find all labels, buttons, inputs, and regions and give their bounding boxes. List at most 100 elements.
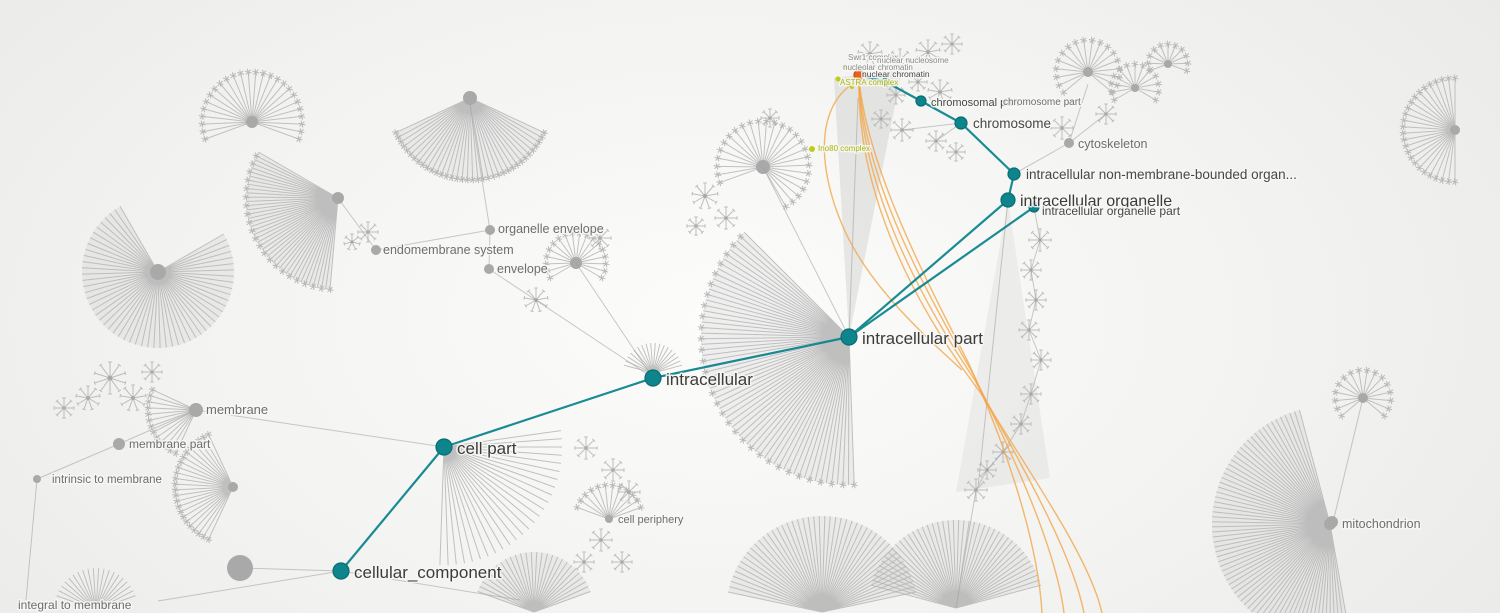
mini-burst xyxy=(1018,319,1040,341)
node-organelle_envelope[interactable] xyxy=(485,225,495,235)
label-intracellular[interactable]: intracellular xyxy=(665,369,755,391)
label-chromosome[interactable]: chromosome xyxy=(972,115,1053,133)
mini-burst xyxy=(523,287,549,313)
label-chromosomal_part[interactable]: chromosomal part xyxy=(930,96,1021,111)
label-mitochondrion[interactable]: mitochondrion xyxy=(1341,516,1423,533)
fan-hub-node[interactable] xyxy=(150,264,166,280)
fan-spokes xyxy=(623,343,683,374)
node-nuclear_chromatin[interactable] xyxy=(853,69,865,81)
label-cellular_component[interactable]: cellular_component xyxy=(353,562,504,584)
fan-hub-node[interactable] xyxy=(1450,125,1460,135)
label-membrane[interactable]: membrane xyxy=(205,401,270,419)
node-intracellular_organelle[interactable] xyxy=(1000,192,1016,208)
mini-burst-hub xyxy=(627,490,631,494)
mini-burst-hub xyxy=(598,236,602,240)
fan-hub-node[interactable] xyxy=(463,91,477,105)
mini-burst-hub xyxy=(350,240,354,244)
mini-burst-hub xyxy=(898,58,902,62)
label-intrinsic_to_membrane[interactable]: intrinsic to membrane xyxy=(51,473,164,488)
label-nuclear_chromatin[interactable]: nuclear chromatin xyxy=(861,68,932,81)
label-organelle_envelope[interactable]: organelle envelope xyxy=(497,221,606,238)
orange-link-curve xyxy=(823,79,963,371)
mini-burst xyxy=(888,48,912,72)
node-intracellular[interactable] xyxy=(644,369,662,387)
node-envelope[interactable] xyxy=(484,264,494,274)
label-cell_part[interactable]: cell part xyxy=(456,438,519,460)
mini-burst xyxy=(588,226,612,250)
label-intracellular_non_membrane_bounded_organelle[interactable]: intracellular non-membrane-bounded organ… xyxy=(1025,166,1299,184)
label-envelope[interactable]: envelope xyxy=(496,261,550,278)
label-cytoskeleton[interactable]: cytoskeleton xyxy=(1077,136,1150,153)
node-mitochondrion[interactable] xyxy=(1326,516,1338,528)
fan-tip-asterisks xyxy=(542,229,610,282)
mini-burst xyxy=(686,216,706,236)
highlight-node[interactable] xyxy=(809,146,815,152)
fan-hub-node[interactable] xyxy=(1164,60,1172,68)
node-intracellular_non_membrane_bounded_organelle[interactable] xyxy=(1007,167,1021,181)
label-intracellular_part[interactable]: intracellular part xyxy=(861,328,985,350)
fan-tip-asterisks xyxy=(1144,40,1192,75)
node-membrane[interactable] xyxy=(189,403,203,417)
node-endomembrane_system[interactable] xyxy=(371,245,381,255)
node-intracellular_organelle_part[interactable] xyxy=(1028,201,1040,213)
node-membrane_part[interactable] xyxy=(113,438,125,450)
fan-tip-asterisks xyxy=(198,68,306,143)
node-intracellular_part[interactable] xyxy=(840,328,858,346)
mini-burst xyxy=(964,478,988,502)
fan-spokes xyxy=(477,552,591,613)
label-chromosome_part[interactable]: chromosome part xyxy=(1002,96,1083,110)
node-cellular_component[interactable] xyxy=(332,562,350,580)
fan-spokes xyxy=(439,430,562,565)
mini-burst xyxy=(343,233,361,251)
mini-burst-hub xyxy=(582,560,586,564)
mini-burst xyxy=(93,361,127,395)
label-endomembrane_system[interactable]: endomembrane system xyxy=(382,242,516,259)
node-cell_periphery[interactable] xyxy=(605,515,613,523)
label-intracellular_organelle[interactable]: intracellular organelle xyxy=(1019,192,1174,212)
fan-hub-node[interactable] xyxy=(228,482,238,492)
fan-spokes xyxy=(245,151,339,290)
mini-burst xyxy=(601,458,625,482)
label-astra_complex[interactable]: ASTRA complex xyxy=(839,77,900,89)
mini-burst xyxy=(1020,259,1042,281)
mini-burst xyxy=(1028,228,1052,252)
label-cell_periphery[interactable]: cell periphery xyxy=(617,513,686,528)
fan-spokes xyxy=(175,434,234,540)
fan-hub-node[interactable] xyxy=(1131,84,1139,92)
orange-link-curve xyxy=(858,79,1065,613)
fan-spokes xyxy=(1335,370,1391,417)
mini-burst xyxy=(357,221,379,243)
mini-burst xyxy=(1025,289,1047,311)
fan-hub-node[interactable] xyxy=(1083,67,1093,77)
mini-burst-hub xyxy=(130,395,136,401)
fan-spokes xyxy=(545,233,607,279)
highlight-node[interactable] xyxy=(842,64,848,70)
highlight-node[interactable] xyxy=(850,85,854,89)
mini-burst xyxy=(574,436,598,460)
fan-tip-asterisks xyxy=(697,232,858,489)
orange-link-curve xyxy=(858,79,1085,613)
node-chromosomal_part[interactable] xyxy=(915,95,927,107)
label-integral_to_membrane[interactable]: integral to membrane xyxy=(17,597,134,613)
mini-burst xyxy=(927,79,953,105)
node-cell_part[interactable] xyxy=(435,438,453,456)
node-unlabeled_disc[interactable] xyxy=(227,555,253,581)
graph-edges xyxy=(25,83,1364,609)
mini-burst xyxy=(141,361,163,383)
node-intrinsic_to_membrane[interactable] xyxy=(33,475,41,483)
label-intracellular_organelle_part[interactable]: intracellular organelle part xyxy=(1041,203,1183,220)
node-cytoskeleton[interactable] xyxy=(1064,138,1074,148)
fan-spokes xyxy=(1403,78,1456,182)
highlight-node[interactable] xyxy=(835,76,841,82)
fan-spokes xyxy=(1147,44,1189,72)
node-chromosome[interactable] xyxy=(954,116,968,130)
node-chromatin[interactable] xyxy=(881,77,891,87)
label-membrane_part[interactable]: membrane part xyxy=(128,436,213,453)
mini-burst-hub xyxy=(107,375,113,381)
mini-burst-hub xyxy=(611,468,615,472)
label-ino80_complex[interactable]: Ino80 complex xyxy=(817,143,872,155)
fan-spokes xyxy=(201,72,303,140)
fan-spokes xyxy=(716,121,810,208)
fan-hub-node[interactable] xyxy=(246,116,258,128)
